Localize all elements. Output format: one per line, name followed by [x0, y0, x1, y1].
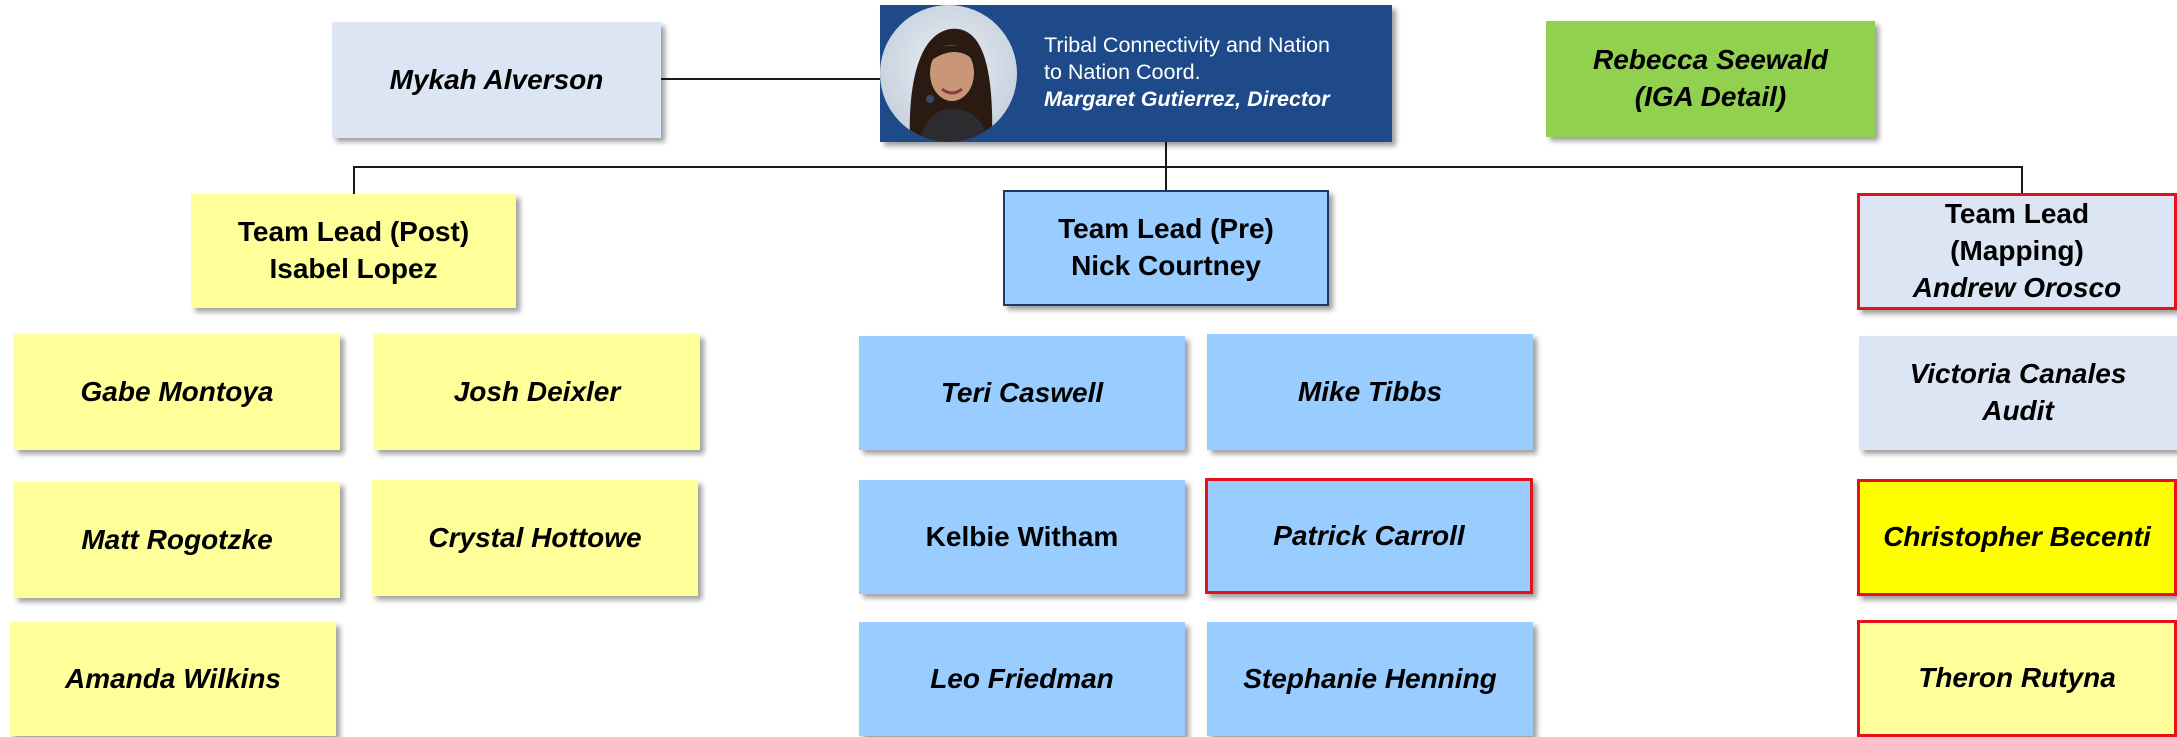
- member-name: Stephanie Henning: [1243, 662, 1497, 694]
- connector-mapping: [2021, 166, 2023, 194]
- member-post-2: Josh Deixler: [374, 334, 700, 450]
- member-name: Teri Caswell: [940, 376, 1104, 408]
- member-pre-6: Stephanie Henning: [1207, 622, 1533, 736]
- member-role: Audit: [1982, 395, 2054, 426]
- connector-horizontal: [353, 166, 2023, 168]
- team-lead-pre-title: Team Lead (Pre): [1058, 213, 1274, 245]
- member-pre-1: Teri Caswell: [859, 336, 1185, 450]
- member-mapping-2: Christopher Becenti: [1857, 479, 2177, 596]
- member-name: Josh Deixler: [453, 375, 621, 407]
- connector-assistant: [660, 78, 882, 80]
- member-mapping-3: Theron Rutyna: [1857, 620, 2177, 737]
- assistant-box: Mykah Alverson: [332, 22, 661, 138]
- team-lead-mapping-subtitle: (Mapping): [1950, 235, 2084, 267]
- director-text: Tribal Connectivity and Nation to Nation…: [1044, 32, 1394, 113]
- member-pre-4: Patrick Carroll: [1205, 478, 1533, 594]
- connector-pre: [1165, 166, 1167, 190]
- connector-post: [353, 166, 355, 194]
- member-post-3: Matt Rogotzke: [14, 482, 340, 598]
- member-name: Theron Rutyna: [1918, 662, 2116, 694]
- member-post-5: Amanda Wilkins: [10, 622, 336, 736]
- member-name: Mike Tibbs: [1297, 375, 1443, 407]
- team-lead-post-name: Isabel Lopez: [269, 253, 438, 284]
- team-lead-mapping: Team Lead (Mapping) Andrew Orosco: [1857, 193, 2177, 310]
- member-name: Leo Friedman: [930, 662, 1114, 694]
- detail-box: Rebecca Seewald (IGA Detail): [1546, 21, 1875, 137]
- assistant-name: Mykah Alverson: [389, 63, 604, 95]
- member-pre-5: Leo Friedman: [859, 622, 1185, 736]
- director-title-line2: to Nation Coord.: [1044, 60, 1201, 85]
- detail-role: (IGA Detail): [1634, 81, 1787, 112]
- member-post-1: Gabe Montoya: [14, 334, 340, 450]
- team-lead-mapping-name: Andrew Orosco: [1912, 271, 2122, 303]
- member-name: Victoria Canales: [1909, 358, 2127, 390]
- connector-director-down: [1165, 142, 1167, 167]
- team-lead-pre: Team Lead (Pre) Nick Courtney: [1003, 190, 1329, 306]
- member-name: Gabe Montoya: [80, 375, 274, 407]
- director-name: Margaret Gutierrez, Director: [1044, 87, 1330, 112]
- member-pre-3: Kelbie Witham: [859, 480, 1185, 594]
- member-pre-2: Mike Tibbs: [1207, 334, 1533, 450]
- team-lead-mapping-title: Team Lead: [1944, 198, 2090, 230]
- member-name: Kelbie Witham: [925, 520, 1119, 552]
- team-lead-pre-name: Nick Courtney: [1071, 250, 1261, 281]
- member-name: Crystal Hottowe: [428, 521, 642, 553]
- team-lead-post-title: Team Lead (Post): [237, 216, 470, 248]
- member-name: Christopher Becenti: [1883, 521, 2151, 553]
- member-name: Matt Rogotzke: [81, 523, 273, 555]
- director-title-line1: Tribal Connectivity and Nation: [1044, 33, 1331, 57]
- member-name: Amanda Wilkins: [64, 662, 281, 694]
- member-mapping-1: Victoria Canales Audit: [1859, 336, 2177, 450]
- member-name: Patrick Carroll: [1273, 519, 1465, 551]
- person-portrait-icon: [880, 5, 1017, 142]
- team-lead-post: Team Lead (Post) Isabel Lopez: [191, 194, 516, 308]
- member-post-4: Crystal Hottowe: [372, 480, 698, 596]
- detail-name: Rebecca Seewald: [1592, 44, 1829, 76]
